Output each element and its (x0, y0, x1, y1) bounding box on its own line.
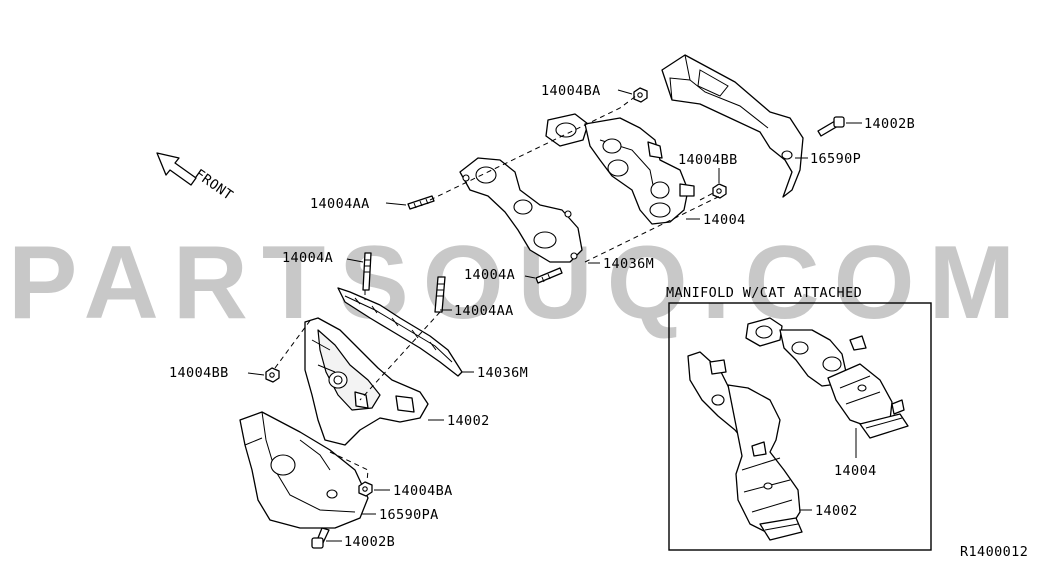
stud-14004a-lower (362, 252, 372, 291)
nut-14004ba-upper (633, 87, 648, 103)
front-label: FRONT (192, 166, 236, 204)
stud-14004aa-upper (407, 195, 435, 210)
nut-14004ba-lower (358, 481, 373, 497)
callout-14004ba-lower: 14004BA (393, 483, 453, 499)
inset-manifold-cat-upper (745, 317, 909, 439)
callout-16590pa: 16590PA (379, 507, 439, 523)
exhaust-manifold-upper (545, 113, 695, 225)
callout-14004a-upper: 14004A (464, 267, 515, 283)
bolt-14002b-upper (817, 116, 845, 137)
callout-14004a-lower: 14004A (282, 250, 333, 266)
nut-14004bb-lower (265, 367, 280, 383)
front-arrow-icon (156, 152, 197, 186)
callout-14004: 14004 (703, 212, 746, 228)
inset-manifold-cat-lower (687, 351, 803, 541)
stud-14004aa-lower (434, 276, 446, 313)
callout-14036m-lower: 14036M (477, 365, 528, 381)
callout-14036m-upper: 14036M (603, 256, 654, 272)
callout-14002: 14002 (447, 413, 490, 429)
watermark: PARTSOUQ.COM (8, 225, 1029, 341)
gasket-lower (337, 287, 463, 377)
heat-insulator-upper (661, 54, 804, 198)
nut-14004bb-upper (712, 183, 727, 199)
callout-14002b-lower: 14002B (344, 534, 395, 550)
exhaust-manifold-lower (304, 317, 429, 446)
leader-lines (247, 89, 862, 542)
callout-14004aa-upper: 14004AA (310, 196, 370, 212)
callout-14004ba-upper: 14004BA (541, 83, 601, 99)
heat-insulator-lower (239, 411, 369, 529)
inset-title: MANIFOLD W/CAT ATTACHED (666, 285, 862, 301)
callout-14004aa-lower: 14004AA (454, 303, 514, 319)
callout-14004bb-lower: 14004BB (169, 365, 229, 381)
callout-16590p: 16590P (810, 151, 861, 167)
bolt-14002b-lower (311, 527, 330, 549)
reference-code: R1400012 (960, 544, 1028, 560)
stud-14004a-upper (535, 267, 563, 284)
callout-14004-inset: 14004 (834, 463, 877, 479)
callout-14004bb-upper: 14004BB (678, 152, 738, 168)
gasket-upper (459, 157, 583, 263)
callout-14002-inset: 14002 (815, 503, 858, 519)
inset-box (668, 302, 932, 551)
callout-14002b-upper: 14002B (864, 116, 915, 132)
